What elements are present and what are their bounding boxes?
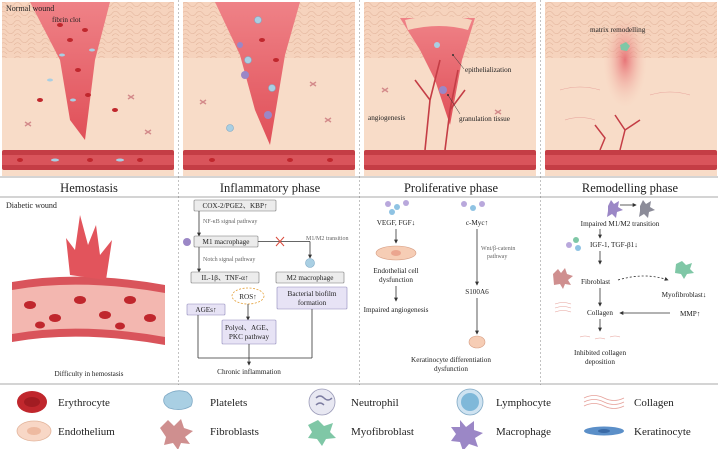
s100a6-label: S100A6 (465, 288, 489, 296)
fibrin-clot-wound (30, 2, 110, 140)
m1-macrophage-icon (183, 238, 191, 246)
vegf-label: VEGF, FGF↓ (377, 219, 416, 227)
legend-fibroblasts-label: Fibroblasts (210, 426, 259, 438)
nfkb-label: NF-κB signal pathway (203, 219, 257, 225)
cox2-box: COX-2/PGE2、KBP↑ (202, 202, 267, 210)
collagen-icon (583, 395, 625, 409)
diabetic-vessel (12, 215, 165, 345)
cmyc-label: c-Myc↑ (466, 219, 488, 227)
blocked-transition-icon (275, 236, 285, 247)
fibrin-clot-label: fibrin clot (52, 16, 81, 24)
legend: Erythrocyte Platelets Neutrophil Lymphoc… (16, 388, 691, 449)
difficulty-hemostasis-caption: Difficulty in hemostasis (55, 370, 124, 378)
myofibroblast-label: Myofibroblast↓ (662, 291, 707, 299)
fibroblast-icon (553, 268, 573, 289)
legend-macrophage-label: Macrophage (496, 426, 551, 438)
growth-factor-icons (385, 200, 409, 215)
matrix-remodelling-label: matrix remodelling (590, 26, 646, 34)
legend-platelets-label: Platelets (210, 397, 247, 409)
cmyc-icons (461, 201, 485, 211)
panel-inflammatory-top (183, 2, 355, 176)
keratinocyte-icon (584, 426, 624, 436)
legend-neutrophil-label: Neutrophil (351, 397, 399, 409)
macrophage-icon (451, 420, 483, 449)
macrophage-m2-icon (639, 200, 655, 218)
vessel-erythrocytes (24, 296, 156, 330)
remodelling-panel: Impaired M1/M2 transition IGF-1, TGF-β1↓… (553, 200, 706, 366)
panel-remodelling-top (545, 2, 717, 176)
impaired-m1m2-label: Impaired M1/M2 transition (581, 220, 660, 228)
m1m2-transition-label: M1/M2 transition (306, 236, 349, 242)
m1-macrophage-box: M1 macrophage (203, 238, 250, 246)
m2-macrophage-box: M2 macrophage (287, 274, 334, 282)
panel-proliferative-top (364, 2, 536, 176)
myofibroblast-icon (308, 420, 336, 446)
legend-endothelium-label: Endothelium (58, 426, 115, 438)
mmp-label: MMP↑ (680, 310, 700, 318)
legend-erythrocyte-label: Erythrocyte (58, 397, 110, 409)
m2-cell-icon (305, 258, 315, 268)
panel-hemostasis-top (2, 2, 174, 176)
ages-box: AGEs↑ (195, 306, 216, 314)
chronic-inflammation-label: Chronic inflammation (217, 368, 281, 376)
notch-label: Notch signal pathway (203, 257, 255, 263)
collagen-fragments-icon (579, 335, 621, 340)
granulation-tissue-label: granulation tissue (459, 115, 510, 123)
fibroblast-label: Fibroblast (581, 278, 610, 286)
platelets-icon (163, 390, 193, 410)
keratinocyte-cell-icon (468, 335, 486, 349)
collagen-icon-remodel (554, 302, 572, 313)
phase-title-proliferative: Proliferative phase (404, 181, 499, 195)
legend-lymphocyte-label: Lymphocyte (496, 397, 551, 409)
neutrophil-icon (308, 388, 336, 416)
normal-wound-header: Normal wound (6, 4, 54, 13)
legend-collagen-label: Collagen (634, 397, 674, 409)
phase-title-remodelling: Remodelling phase (582, 181, 679, 195)
legend-keratinocyte-label: Keratinocyte (634, 426, 691, 438)
collagen-label: Collagen (587, 309, 613, 317)
column-separators (178, 0, 541, 385)
endothelium-icon (16, 420, 52, 442)
myofibroblast-icon (675, 261, 694, 279)
epithelialization-label: epithelialization (465, 66, 512, 74)
ros-label: ROS↑ (239, 293, 257, 301)
igf-icons (566, 237, 581, 251)
diabetic-wound-header: Diabetic wound (6, 201, 57, 210)
inflammatory-panel: COX-2/PGE2、KBP↑ NF-κB signal pathway M1 … (183, 199, 349, 376)
hemostasis-panel: Diabetic wound Difficulty in hemostasis (6, 201, 165, 378)
lymphocyte-icon (456, 388, 484, 416)
top-panels: Normal wound fibrin clot epithelializati… (2, 2, 717, 176)
igf-label: IGF-1, TGF-β1↓ (590, 241, 638, 249)
polyol-box: Polyol、AGE、PKC pathway (225, 324, 273, 341)
phase-title-inflammatory: Inflammatory phase (220, 181, 321, 195)
legend-myofibroblast-label: Myofibroblast (351, 426, 414, 438)
macrophage-m1-icon (607, 200, 623, 218)
phase-title-hemostasis: Hemostasis (60, 181, 118, 195)
fibroblasts-icon (160, 419, 193, 449)
angiogenesis-label: angiogenesis (368, 114, 405, 122)
impaired-angiogenesis-label: Impaired angiogenesis (364, 306, 429, 314)
il1b-box: IL-1β、TNF-α↑ (202, 274, 249, 282)
erythrocyte-icon (17, 391, 47, 413)
